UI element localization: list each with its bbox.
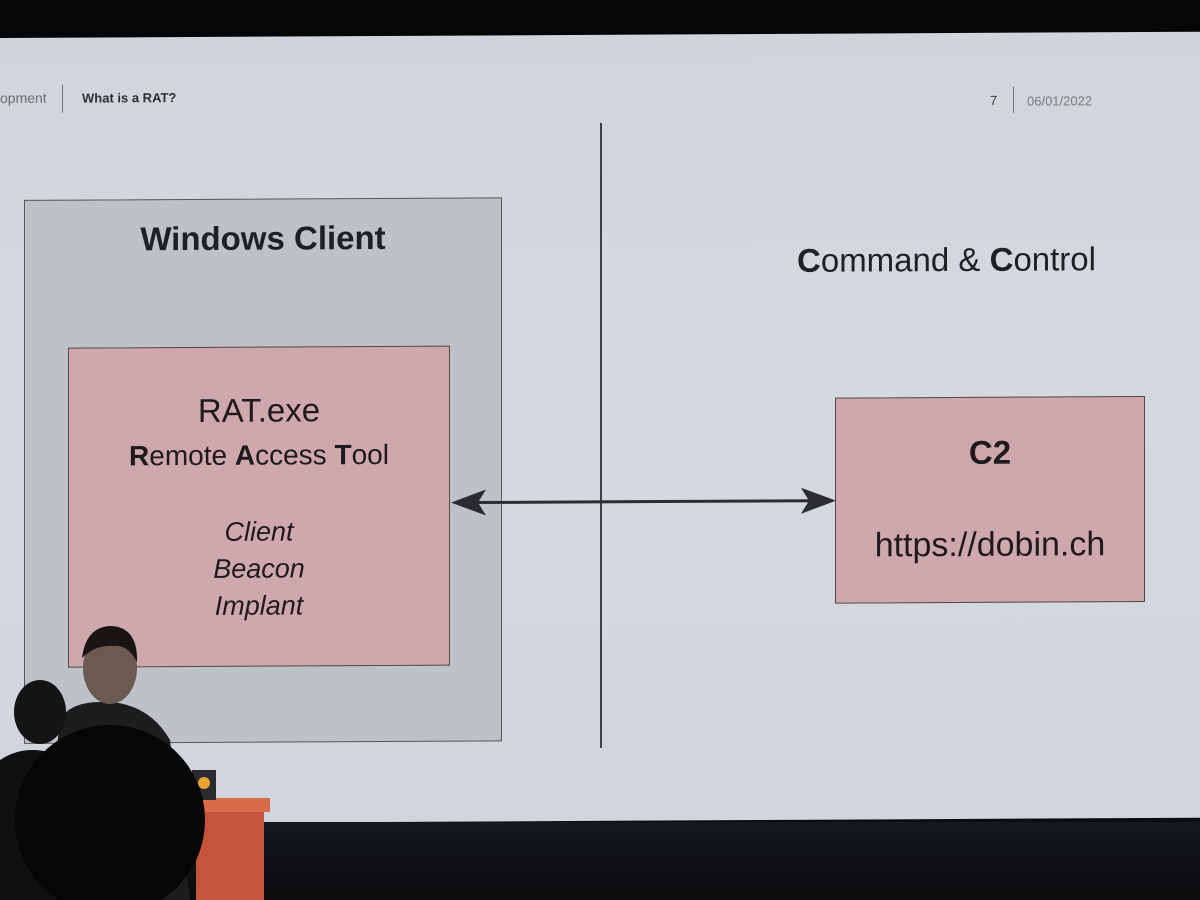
arrow-shaft <box>470 499 818 505</box>
arrow-head-right <box>801 487 836 514</box>
laptop-logo-icon <box>198 777 210 789</box>
projection-screen: opment What is a RAT? 7 06/01/2022 Windo… <box>0 31 1200 825</box>
lectern <box>196 800 264 900</box>
bidirectional-arrow <box>451 487 836 516</box>
speaker-hair <box>82 626 138 662</box>
arrow-head-left <box>451 489 486 516</box>
audience-head-foreground <box>15 725 205 900</box>
lectern-top <box>190 798 270 812</box>
audience-head-left <box>14 680 66 744</box>
speaker-head <box>83 632 137 704</box>
